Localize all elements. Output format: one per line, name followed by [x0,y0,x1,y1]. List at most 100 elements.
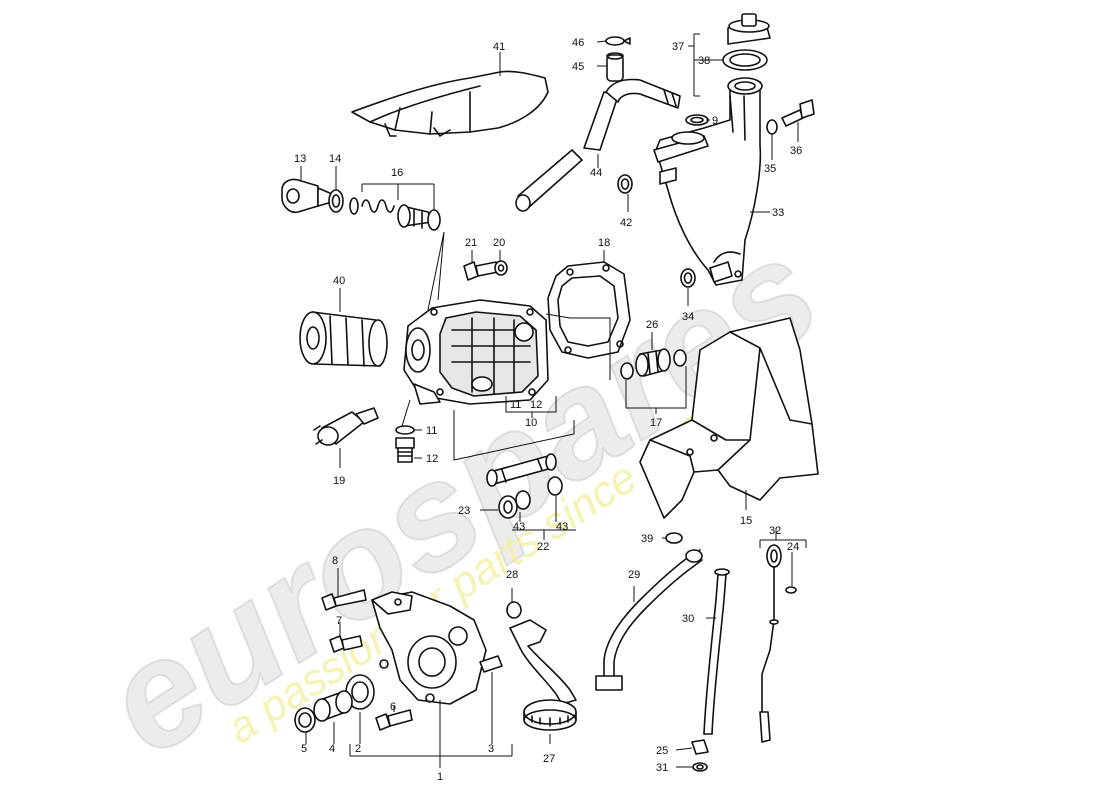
part-9-o-ring[interactable] [685,114,709,126]
callout-4: 4 [329,743,335,755]
callout-28: 28 [506,569,518,581]
callout-1: 1 [437,771,443,783]
part-34-o-ring[interactable] [680,268,696,288]
part-31-washer[interactable] [692,762,708,772]
callout-37: 37 [672,41,684,53]
part-24-seal-ring[interactable] [785,586,797,594]
part-13-screw-plug[interactable] [281,178,333,214]
part-14-sealing-ring[interactable] [328,189,344,213]
callout-36: 36 [790,145,802,157]
callout-18: 18 [598,237,610,249]
part-28-washer[interactable] [506,601,522,619]
callout-41: 41 [493,41,505,53]
callout-29: 29 [628,569,640,581]
part-bushing-6[interactable] [375,709,413,731]
callout-40: 40 [333,275,345,287]
callout-25: 25 [656,745,668,757]
part-15-heat-shield[interactable] [639,317,819,519]
part-43-o-ring-left[interactable] [515,490,531,510]
watermark-brand: eurospares [76,205,846,786]
callout-31: 31 [656,762,668,774]
callout-30: 30 [682,613,694,625]
part-42-o-ring[interactable] [617,174,633,194]
part-29-oil-return-pipe[interactable] [595,549,703,691]
callout-11-at-10: 11 [510,399,521,411]
part-39-o-ring[interactable] [665,532,683,544]
part-5-ring[interactable] [294,707,316,733]
callout-7: 7 [336,615,342,627]
callout-labels: 41 46 45 9 37 38 44 42 33 34 35 36 13 14… [294,37,802,783]
leader-lines [300,33,807,768]
callout-26: 26 [646,319,658,331]
callout-44: 44 [590,167,602,179]
callout-17: 17 [650,417,662,429]
part-17-o-ring-right[interactable] [673,349,687,367]
part-21-bolt[interactable] [463,261,499,281]
part-44-breather-hose[interactable] [515,78,681,212]
callout-23: 23 [458,505,470,517]
part-4-bearing[interactable] [313,690,353,722]
part-25-nut[interactable] [691,739,709,755]
callout-12: 12 [426,453,438,465]
part-20-washer[interactable] [494,260,508,276]
part-11-seal[interactable] [395,425,415,435]
part-3-stud[interactable] [479,655,503,673]
callout-6: 6 [390,701,396,713]
part-8-bolt[interactable] [321,589,367,611]
assembly-guide-lines [401,231,611,461]
part-19-oil-pressure-sender[interactable] [313,407,379,446]
callout-43-left: 43 [513,521,525,533]
part-18-gasket[interactable] [547,261,631,359]
part-35-washer[interactable] [766,119,778,135]
callout-13: 13 [294,153,306,165]
part-32-dipstick[interactable] [759,544,782,743]
part-33-oil-filler-neck[interactable] [653,77,763,286]
part-45-connector[interactable] [606,52,624,82]
callout-45: 45 [572,61,584,73]
part-7-bolt[interactable] [329,635,363,653]
callout-3: 3 [488,743,494,755]
callout-32: 32 [769,525,781,537]
part-16-pressure-relief-valve[interactable] [349,197,441,231]
part-17-o-ring-left[interactable] [620,362,634,380]
callout-2: 2 [355,743,361,755]
part-27-oil-pickup[interactable] [509,619,577,731]
part-46-hose-clamp[interactable] [605,36,631,46]
callout-11: 11 [426,425,437,437]
part-23-o-ring[interactable] [498,495,518,519]
callout-39: 39 [641,533,653,545]
callout-8: 8 [332,555,338,567]
callout-9: 9 [712,115,718,127]
callout-15: 15 [740,515,752,527]
callout-12-at-10: 12 [530,399,542,411]
callout-46: 46 [572,37,584,49]
part-36-bolt[interactable] [781,99,815,127]
part-43-o-ring-right[interactable] [547,476,563,496]
callout-24: 24 [787,541,799,553]
callout-43-right: 43 [556,521,568,533]
part-37-oil-filler-cap[interactable] [727,13,771,45]
callout-20: 20 [493,237,505,249]
callout-19: 19 [333,475,345,487]
callout-33: 33 [772,207,784,219]
callout-10: 10 [525,417,537,429]
part-10-filter-housing[interactable] [403,299,549,405]
callout-35: 35 [764,163,776,175]
part-38-cap-seal[interactable] [722,49,768,71]
callout-14: 14 [329,153,341,165]
part-22-oil-pipe[interactable] [486,453,557,487]
callout-34: 34 [682,311,694,323]
part-26-connecting-sleeve[interactable] [635,348,671,377]
callout-5: 5 [301,743,307,755]
part-1-oil-pump[interactable] [371,591,487,705]
part-40-oil-filter[interactable] [299,311,388,367]
callout-27: 27 [543,753,555,765]
part-30-dipstick-tube[interactable] [703,568,730,735]
part-12-plug[interactable] [395,437,415,463]
callout-38: 38 [698,55,710,67]
callout-16: 16 [391,167,403,179]
callout-21: 21 [465,237,477,249]
part-41-heat-shield[interactable] [351,70,549,137]
